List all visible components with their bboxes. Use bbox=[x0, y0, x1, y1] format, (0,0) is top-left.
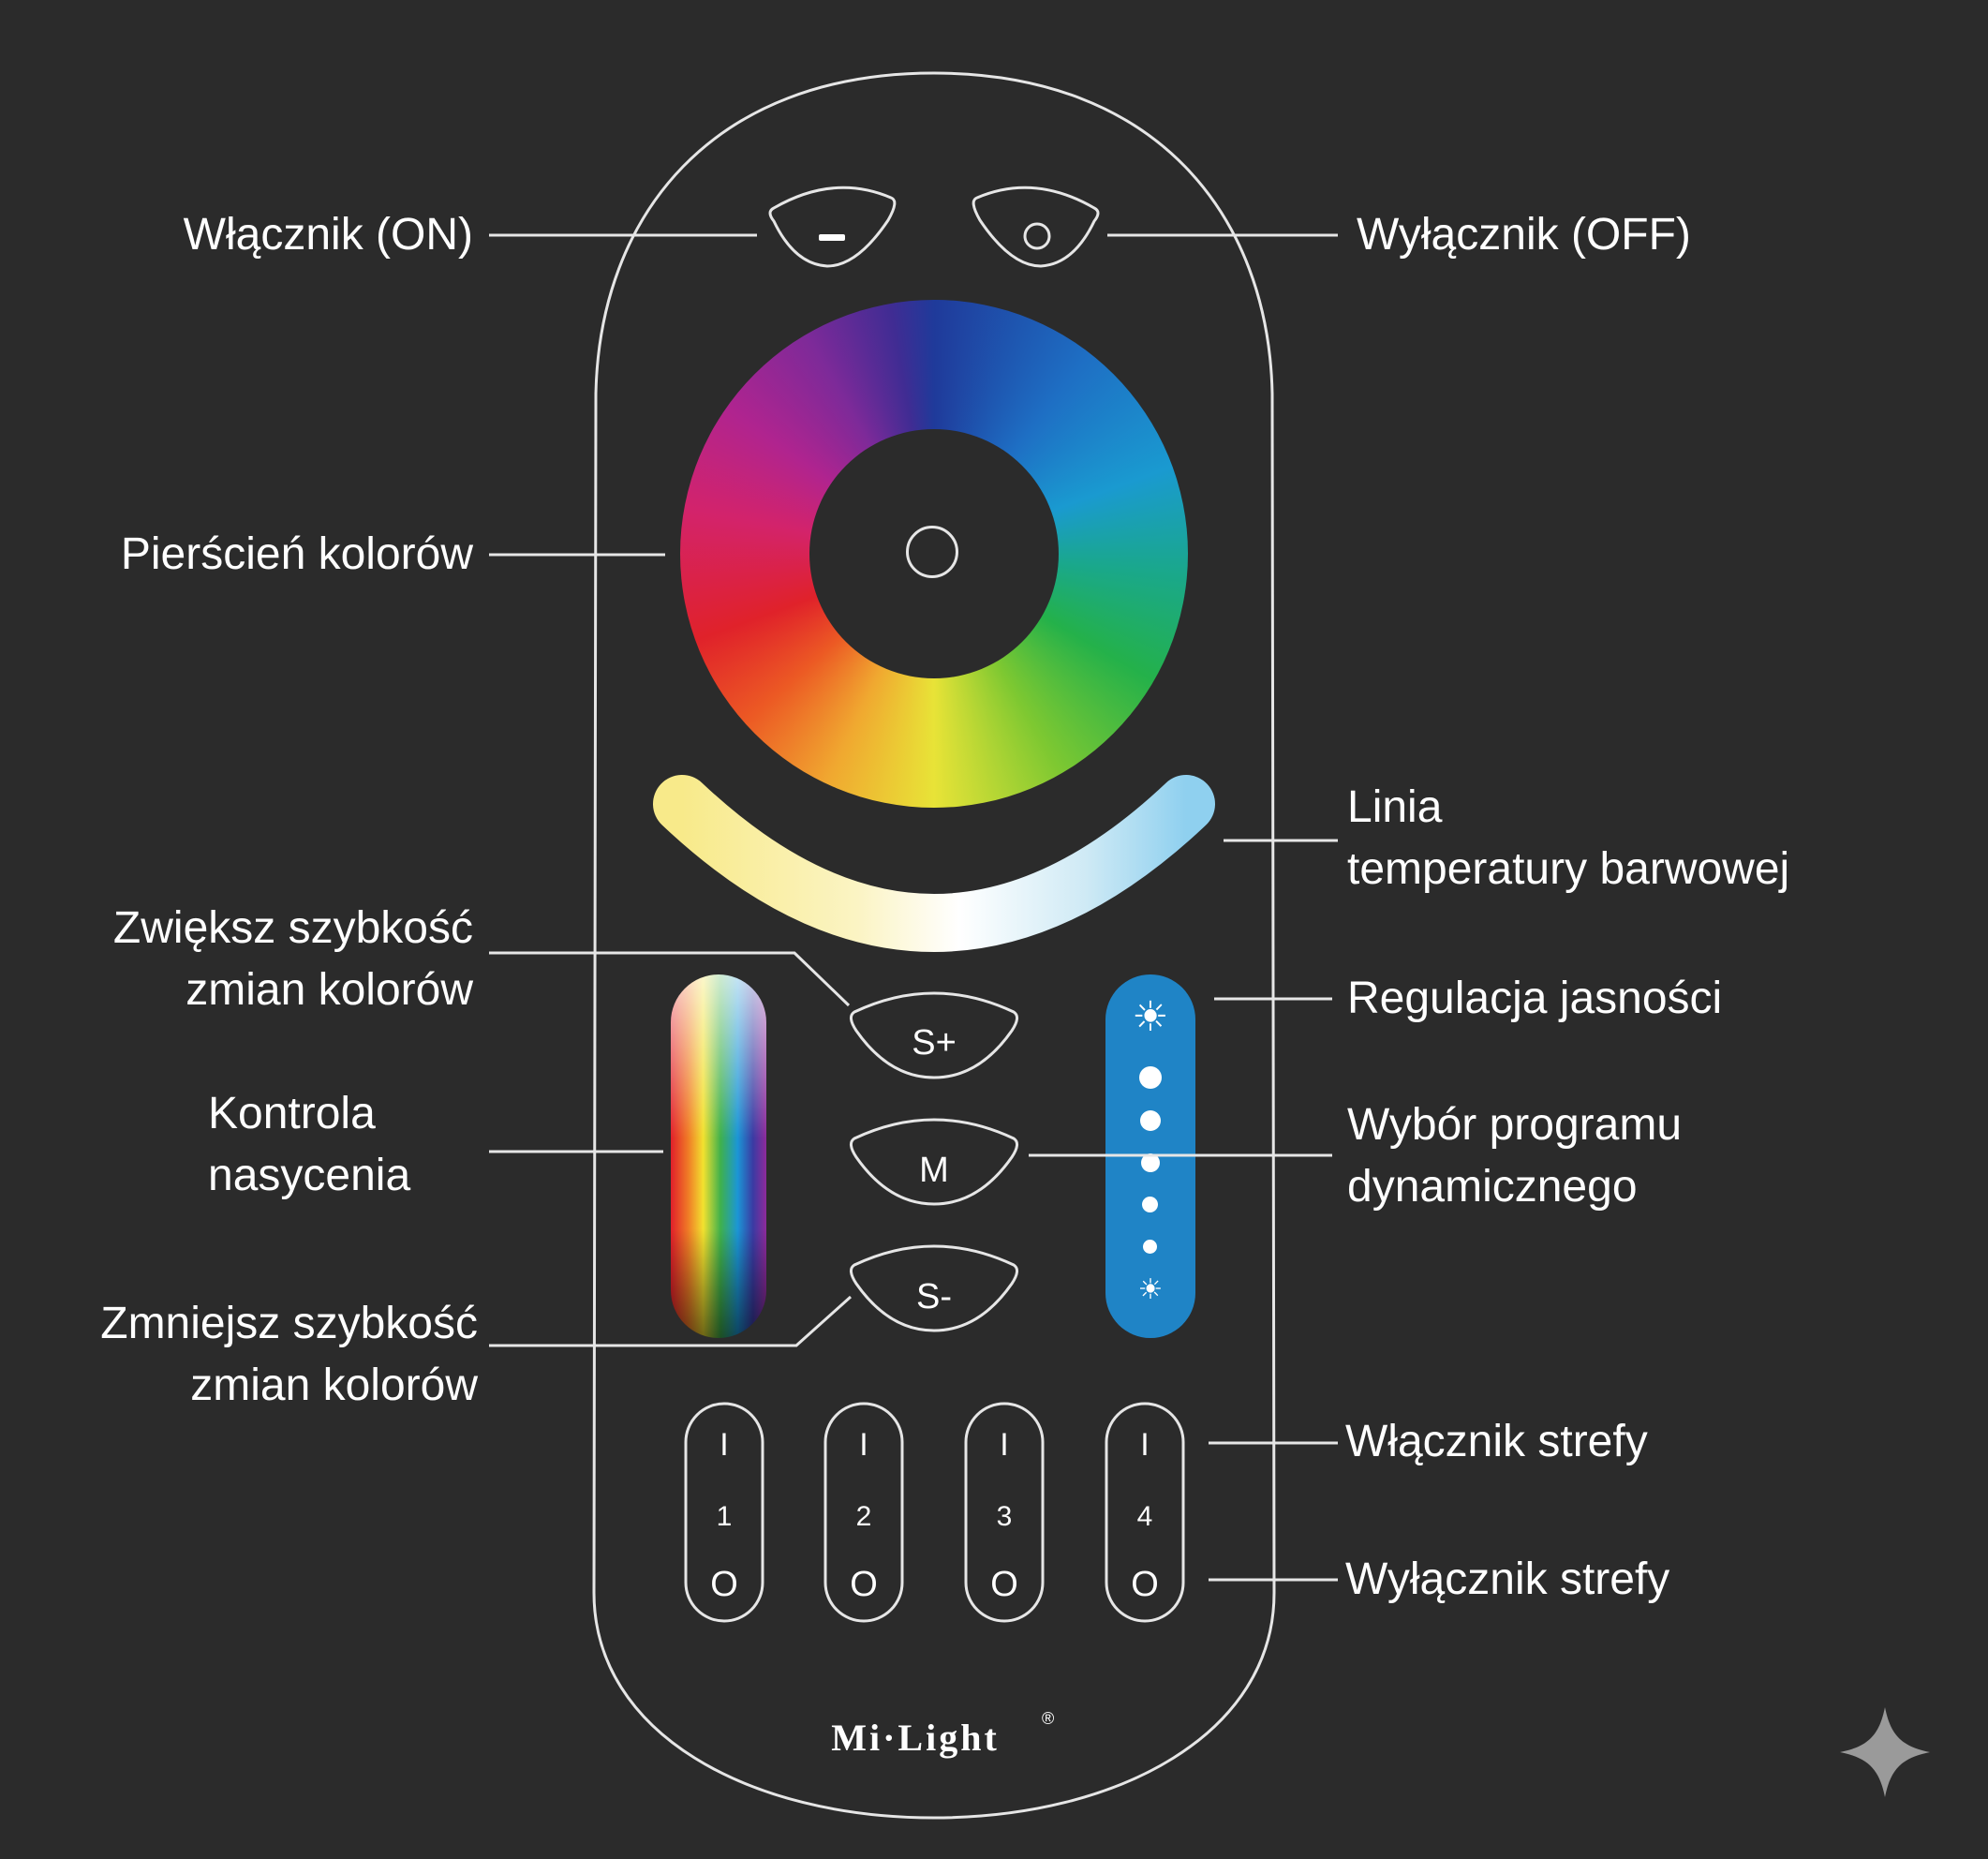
leader-line-speed-down bbox=[489, 1295, 853, 1347]
brightness-dot[interactable] bbox=[1141, 1153, 1160, 1172]
zone-off-symbol[interactable]: O bbox=[710, 1565, 738, 1604]
zone-off-symbol[interactable]: O bbox=[990, 1565, 1018, 1604]
zone-button[interactable] bbox=[684, 1402, 764, 1623]
brightness-dot[interactable] bbox=[1139, 1066, 1162, 1089]
brightness-dot[interactable] bbox=[1140, 1110, 1161, 1131]
speed-down-label: S- bbox=[916, 1277, 952, 1316]
circle-icon bbox=[1023, 222, 1051, 250]
zone-button[interactable] bbox=[823, 1402, 904, 1623]
label-off: Wyłącznik (OFF) bbox=[1357, 210, 1691, 260]
sun-small-icon[interactable]: ☀ bbox=[1137, 1274, 1164, 1305]
registered-mark: ® bbox=[1042, 1709, 1054, 1728]
brand-logo: Mi·Light bbox=[831, 1717, 1000, 1759]
zone-1[interactable]: I 1 O bbox=[684, 1402, 764, 1623]
label-color-temperature: Linia temperatury barwowej bbox=[1347, 782, 1790, 894]
zone-3[interactable]: I 3 O bbox=[964, 1402, 1045, 1623]
color-ring-center-button[interactable] bbox=[906, 526, 958, 578]
zone-on-symbol[interactable]: I bbox=[1140, 1427, 1149, 1463]
off-button[interactable] bbox=[972, 186, 1100, 268]
label-saturation: Kontrola nasycenia bbox=[208, 1089, 411, 1200]
minus-icon bbox=[819, 234, 845, 241]
zone-off-symbol[interactable]: O bbox=[850, 1565, 878, 1604]
mode-label: M bbox=[919, 1151, 949, 1190]
label-zone-on: Włącznik strefy bbox=[1345, 1417, 1648, 1466]
zone-button[interactable] bbox=[964, 1402, 1045, 1623]
brightness-dot[interactable] bbox=[1143, 1240, 1157, 1254]
zone-number: 4 bbox=[1137, 1501, 1153, 1532]
remote-body bbox=[592, 71, 1276, 1820]
leader-lines bbox=[489, 233, 1338, 1582]
on-button[interactable] bbox=[768, 186, 897, 268]
zone-number: 2 bbox=[856, 1501, 872, 1532]
saturation-bar[interactable] bbox=[671, 974, 766, 1338]
label-color-ring: Pierścień kolorów bbox=[120, 529, 473, 579]
zone-2[interactable]: I 2 O bbox=[823, 1402, 904, 1623]
zone-off-symbol[interactable]: O bbox=[1131, 1565, 1159, 1604]
speed-up-button[interactable] bbox=[850, 991, 1018, 1079]
leader-line-speed-up bbox=[489, 951, 851, 1007]
label-zone-off: Wyłącznik strefy bbox=[1345, 1554, 1670, 1604]
zone-4[interactable]: I 4 O bbox=[1105, 1402, 1185, 1623]
zone-button[interactable] bbox=[1105, 1402, 1185, 1623]
label-brightness: Regulacja jasności bbox=[1347, 974, 1723, 1023]
color-temperature-line[interactable] bbox=[653, 775, 1215, 952]
mode-button[interactable] bbox=[850, 1118, 1018, 1206]
zone-number: 3 bbox=[997, 1501, 1013, 1532]
speed-up-label: S+ bbox=[912, 1023, 957, 1063]
label-speed-down: Zmniejsz szybkość zmian kolorów bbox=[100, 1299, 478, 1410]
zone-on-symbol[interactable]: I bbox=[720, 1427, 728, 1463]
speed-down-button[interactable] bbox=[850, 1244, 1018, 1332]
brightness-dot[interactable] bbox=[1142, 1197, 1158, 1212]
label-speed-up: Zwiększ szybkość zmian kolorów bbox=[112, 903, 473, 1015]
label-on: Włącznik (ON) bbox=[183, 210, 473, 260]
zone-on-symbol[interactable]: I bbox=[859, 1427, 868, 1463]
label-program: Wybór programu dynamicznego bbox=[1347, 1100, 1683, 1212]
sun-icon[interactable]: ☀ bbox=[1132, 994, 1169, 1040]
zone-on-symbol[interactable]: I bbox=[1000, 1427, 1008, 1463]
sparkle-icon bbox=[1840, 1707, 1930, 1797]
zone-number: 1 bbox=[717, 1501, 733, 1532]
